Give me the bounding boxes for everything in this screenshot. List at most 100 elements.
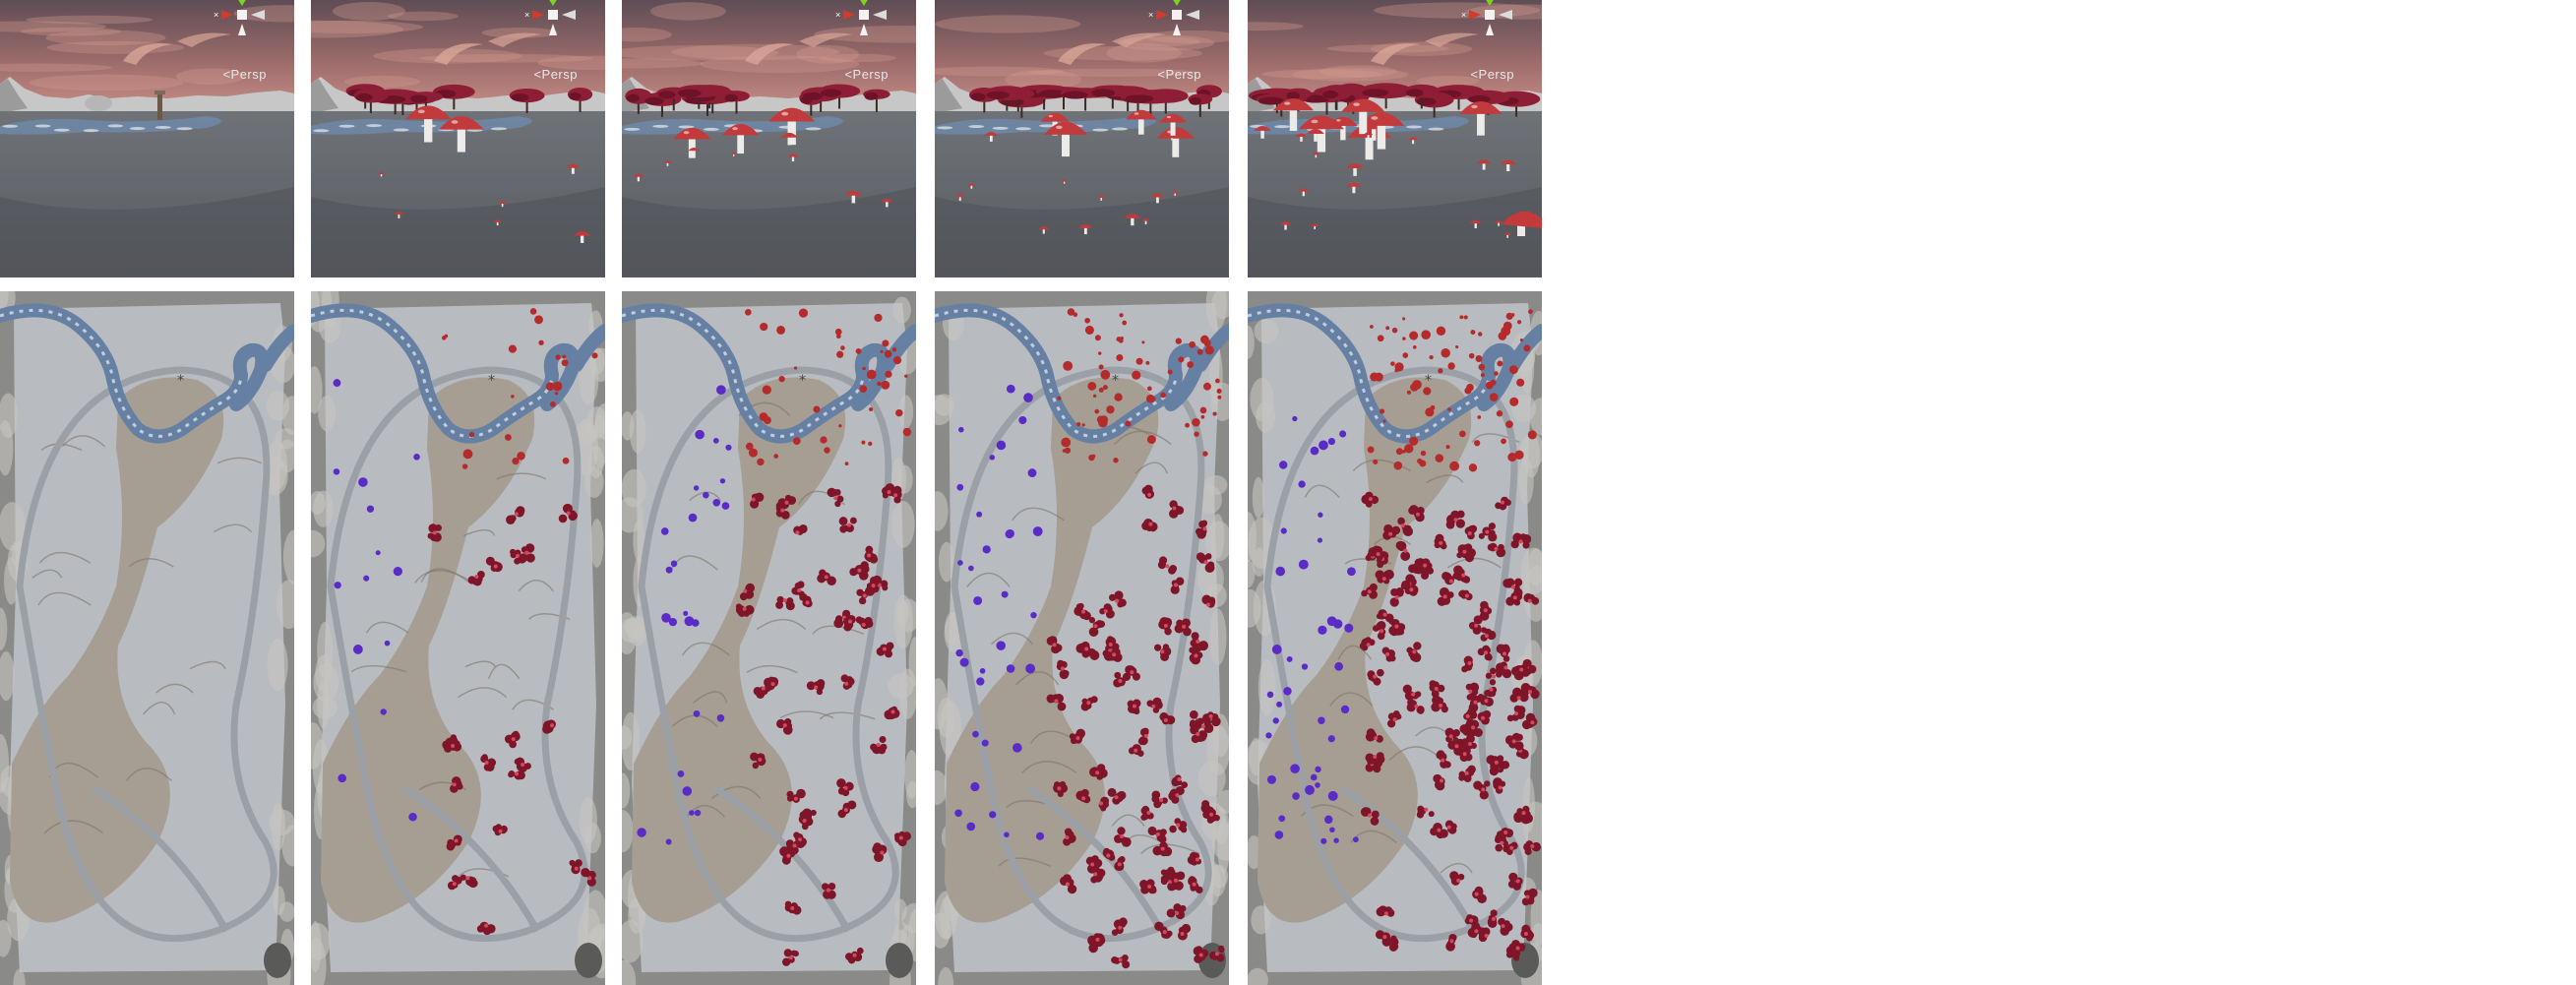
red-dot	[840, 345, 845, 350]
flower-cluster	[1158, 617, 1173, 636]
flower-cluster	[1140, 805, 1154, 821]
axis-gizmo-icon[interactable]: ×	[487, 0, 605, 91]
perspective-label[interactable]: <Persp	[844, 67, 889, 82]
red-dot	[1135, 357, 1143, 365]
flower-cluster	[581, 867, 596, 887]
blue-marker	[665, 838, 672, 845]
blue-marker	[688, 513, 698, 523]
mushroom-large	[1159, 113, 1188, 136]
tree	[1403, 84, 1440, 109]
flower-cluster	[447, 875, 462, 891]
perspective-label[interactable]: <Persp	[533, 67, 578, 82]
red-dot	[511, 395, 515, 399]
red-dot	[813, 405, 821, 413]
mushroom-small	[1295, 133, 1308, 142]
axis-gizmo-icon[interactable]: ×	[1111, 0, 1229, 91]
flower-cluster	[467, 571, 485, 586]
scene-view-1: ×<Persp	[0, 0, 294, 277]
blue-marker	[1280, 527, 1287, 534]
blue-marker	[358, 477, 368, 487]
red-dot	[877, 381, 882, 387]
flower-cluster	[1188, 876, 1203, 894]
blue-marker	[721, 502, 730, 510]
blue-marker	[954, 809, 962, 818]
flower-cluster	[876, 642, 894, 658]
red-dot	[861, 440, 866, 445]
flower-cluster	[1433, 773, 1445, 791]
red-dot	[1120, 337, 1124, 340]
red-dot	[1459, 315, 1464, 320]
red-dot	[1401, 450, 1406, 454]
perspective-label[interactable]: <Persp	[1470, 67, 1514, 82]
red-dot	[1425, 407, 1435, 417]
blue-marker	[1018, 415, 1027, 425]
mushroom-large	[439, 116, 484, 153]
flower-cluster	[460, 874, 478, 889]
red-dot	[505, 434, 512, 441]
flower-cluster	[1187, 851, 1202, 866]
flower-cluster	[1154, 644, 1172, 661]
flower-cluster	[1464, 524, 1478, 540]
perspective-label[interactable]: <Persp	[222, 67, 267, 82]
red-dot	[534, 315, 543, 325]
flower-cluster	[1406, 642, 1422, 663]
flower-cluster	[1201, 594, 1216, 608]
flower-cluster	[781, 949, 799, 966]
blue-marker	[375, 550, 381, 556]
flower-cluster	[1365, 728, 1383, 743]
red-dot	[1063, 360, 1073, 371]
blue-marker	[408, 813, 417, 822]
mushroom-small	[1254, 126, 1271, 139]
red-dot	[1435, 454, 1444, 462]
flower-cluster	[1486, 755, 1506, 771]
red-dot	[1474, 440, 1481, 447]
red-dot	[1394, 362, 1404, 372]
red-dot	[1497, 360, 1503, 367]
flower-cluster	[1513, 810, 1533, 824]
flower-cluster	[791, 581, 805, 597]
red-dot	[1478, 363, 1486, 371]
gizmo-cube	[859, 10, 869, 20]
blue-marker	[1271, 645, 1282, 654]
flower-cluster	[1510, 532, 1532, 549]
flower-cluster	[1075, 641, 1096, 658]
axis-gizmo-icon[interactable]: ×	[798, 0, 916, 91]
perspective-label[interactable]: <Persp	[1157, 67, 1201, 82]
red-dot	[1480, 373, 1485, 378]
blue-marker	[1301, 663, 1309, 670]
red-dot	[1523, 344, 1531, 352]
flower-cluster	[1060, 874, 1077, 894]
axis-gizmo-icon[interactable]: ×	[176, 0, 294, 91]
red-dot	[855, 347, 862, 354]
gizmo-cube	[1485, 10, 1495, 20]
blue-marker	[1025, 663, 1036, 674]
red-dot	[1421, 330, 1431, 339]
gizmo-cube	[1172, 10, 1182, 20]
red-dot	[895, 408, 903, 417]
terrain-hills	[10, 377, 224, 923]
blue-marker	[1298, 559, 1309, 570]
red-dot	[1374, 372, 1383, 382]
red-dot	[1468, 352, 1475, 359]
axis-gizmo-icon[interactable]: ×	[1424, 0, 1542, 91]
mushroom-small	[663, 160, 672, 166]
mushroom-small	[984, 131, 999, 142]
z-arrow-icon	[549, 24, 557, 35]
blue-marker	[366, 505, 375, 513]
flower-cluster	[784, 900, 802, 915]
flower-cluster	[444, 736, 460, 753]
red-dot	[1468, 463, 1478, 472]
landmark-marker: *	[799, 373, 806, 389]
red-dot	[1062, 449, 1067, 453]
blue-marker	[380, 708, 387, 715]
mushroom-small	[1124, 214, 1141, 226]
blue-marker	[1290, 764, 1300, 773]
red-dot	[1420, 450, 1427, 457]
flower-cluster	[1397, 517, 1414, 537]
blue-marker	[981, 739, 989, 747]
red-dot	[835, 334, 841, 339]
flower-cluster	[1202, 711, 1221, 727]
flower-cluster	[764, 676, 779, 691]
red-dot	[1132, 370, 1141, 380]
red-dot	[1098, 351, 1102, 355]
